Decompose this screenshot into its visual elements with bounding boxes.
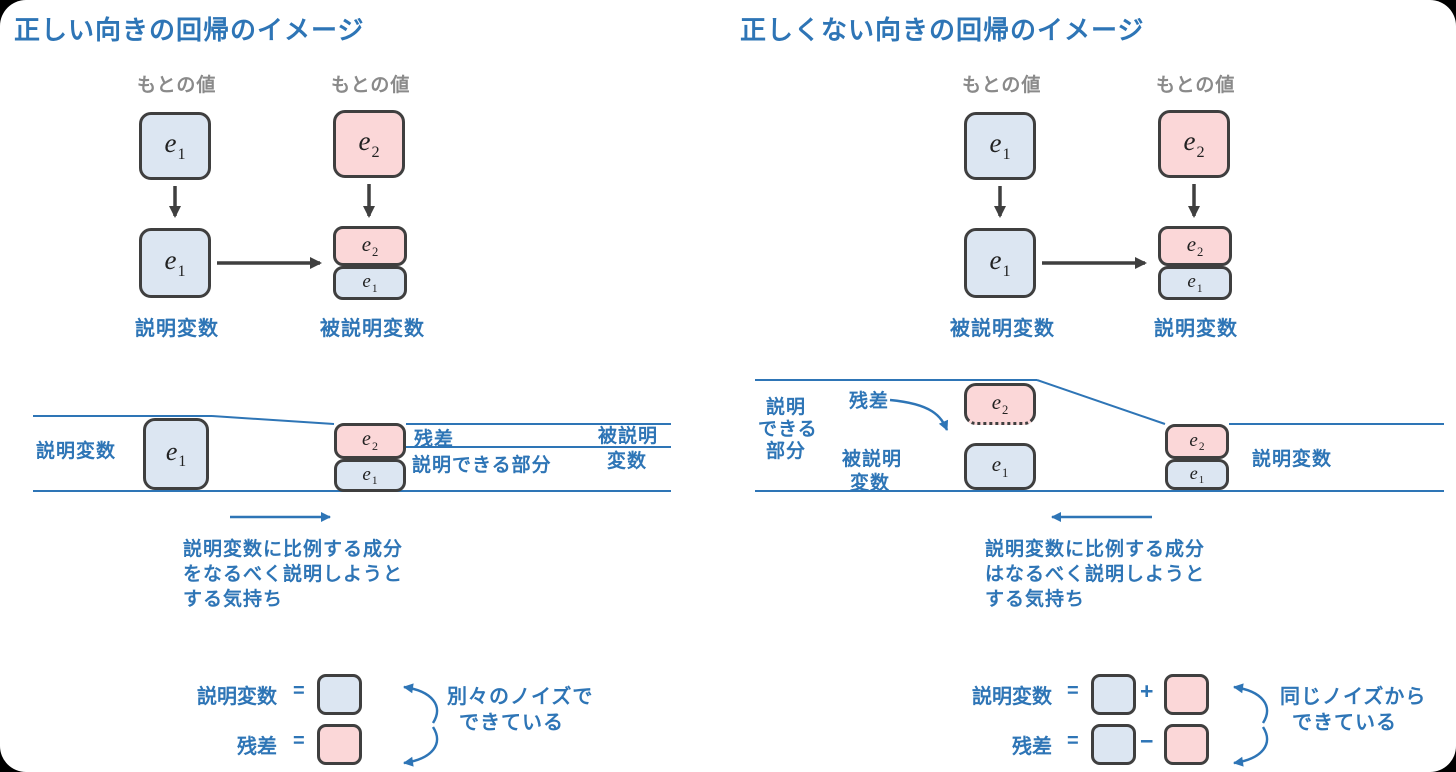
mid-explained-var-label-line1: 被説明 [842, 449, 903, 470]
mid-right-stack: e2 e1 [1165, 424, 1229, 490]
e1-symbol: e1 [362, 463, 378, 488]
band-slant-line [1036, 379, 1166, 425]
caption-line3: する気持ち [985, 589, 1086, 610]
right-top-e2-box: e2 [1158, 110, 1230, 178]
eq2-blue-box [1091, 724, 1136, 765]
right-explanatory-stack: e2 e1 [1158, 226, 1232, 300]
e1-symbol: e1 [1189, 462, 1205, 487]
residual-pointer-arrow [889, 398, 949, 431]
eq1-equals: = [293, 680, 305, 702]
band-slant-line [211, 415, 335, 425]
caption-line2: はなるべく説明しようと [985, 564, 1206, 585]
left-explanatory-var-label: 説明変数 [135, 318, 219, 340]
stacked-e1-box: e1 [1165, 459, 1229, 490]
residual-label: 残差 [414, 429, 455, 450]
left-explained-var-label: 被説明変数 [320, 318, 425, 340]
right-panel-title: 正しくない向きの回帰のイメージ [740, 15, 1145, 45]
e1-symbol: e1 [362, 271, 378, 295]
e1-symbol: e1 [165, 436, 187, 471]
mid-big-e1-box: e1 [964, 443, 1036, 490]
noise-note-line1: 別々のノイズで [447, 686, 594, 708]
eq2-equals: = [1067, 730, 1079, 752]
e2-symbol: e2 [362, 428, 378, 453]
left-panel-title: 正しい向きの回帰のイメージ [14, 15, 365, 45]
explained-part-label-line2: できる [758, 419, 818, 440]
right-top-e1-box: e1 [964, 112, 1036, 180]
e1-symbol: e1 [164, 128, 186, 163]
left-top-e2-box: e2 [333, 110, 405, 178]
eq1-equals: = [1067, 680, 1079, 702]
stacked-e2-box: e2 [333, 226, 407, 266]
explained-part-label-line3: 部分 [766, 441, 807, 462]
eq2-pink-box [317, 724, 362, 765]
mid-e1-box: e1 [143, 418, 209, 490]
e2-symbol: e2 [1189, 429, 1205, 454]
eq2-pink-box [1164, 724, 1209, 765]
left-explanatory-e1-box: e1 [139, 228, 211, 298]
e2-symbol: e2 [991, 389, 1009, 418]
caption-line1: 説明変数に比例する成分 [183, 539, 404, 560]
e1-symbol: e1 [1187, 271, 1203, 295]
right-explained-e1-box: e1 [964, 228, 1036, 298]
noise-note-line2: できている [459, 712, 564, 734]
right-noise2-label: もとの値 [1156, 75, 1236, 96]
right-explanatory-var-label: 説明変数 [1154, 318, 1238, 340]
stacked-e2-box: e2 [1158, 226, 1232, 266]
mid-explained-var-label-line2: 変数 [850, 473, 891, 494]
noise-note-arrow-top-right [1233, 683, 1269, 724]
mid-stack: e2 e1 [334, 423, 406, 492]
e2-symbol: e2 [358, 126, 380, 161]
noise-note-line2: できている [1292, 712, 1397, 734]
caption-line2: をなるべく説明しようと [183, 564, 404, 585]
eq2-label: 残差 [1012, 736, 1052, 758]
eq2-label: 残差 [237, 736, 277, 758]
eq1-label: 説明変数 [972, 686, 1052, 708]
residual-label: 残差 [849, 391, 890, 412]
stacked-e2-box: e2 [1165, 424, 1229, 459]
e1-symbol: e1 [991, 452, 1009, 480]
e2-symbol: e2 [1186, 231, 1204, 260]
stacked-e2-box: e2 [334, 423, 406, 459]
e1-symbol: e1 [164, 245, 186, 280]
noise-note-arrow-bottom-right [1233, 726, 1269, 767]
eq1-blue-box [317, 674, 362, 715]
left-top-e1-box: e1 [139, 112, 211, 180]
eq1-label: 説明変数 [197, 686, 277, 708]
eq2-equals: = [293, 730, 305, 752]
mid-right-var-label-line2: 変数 [607, 451, 648, 472]
caption-line3: する気持ち [183, 589, 284, 610]
stacked-e1-box: e1 [334, 459, 406, 492]
e2-symbol: e2 [1183, 126, 1205, 161]
e1-symbol: e1 [989, 128, 1011, 163]
explained-part-label: 説明できる部分 [412, 455, 552, 476]
explained-part-label-line1: 説明 [766, 397, 807, 418]
mid-left-var-label: 説明変数 [36, 441, 117, 462]
noise-note-arrow-top-left [403, 683, 439, 724]
eq1-pink-box [1164, 674, 1209, 715]
noise-note-line1: 同じノイズから [1280, 686, 1427, 708]
right-noise1-label: もとの値 [962, 75, 1042, 96]
stacked-e1-box: e1 [1158, 266, 1232, 300]
right-explained-var-label: 被説明変数 [950, 318, 1055, 340]
left-noise2-label: もとの値 [331, 75, 411, 96]
left-explained-stack: e2 e1 [333, 226, 407, 300]
e2-symbol: e2 [361, 231, 379, 260]
mid-right-var-label-line1: 被説明 [598, 426, 659, 447]
stacked-e1-box: e1 [333, 266, 407, 300]
caption-line1: 説明変数に比例する成分 [985, 539, 1206, 560]
eq1-blue-box [1091, 674, 1136, 715]
noise-note-arrow-bottom-left [403, 726, 439, 767]
left-noise1-label: もとの値 [137, 75, 217, 96]
e1-symbol: e1 [989, 245, 1011, 280]
eq2-operator: − [1140, 728, 1154, 754]
eq1-operator: + [1140, 678, 1154, 704]
mid-big-e2-box: e2 [964, 383, 1036, 425]
mid-right-var-label: 説明変数 [1252, 449, 1333, 470]
